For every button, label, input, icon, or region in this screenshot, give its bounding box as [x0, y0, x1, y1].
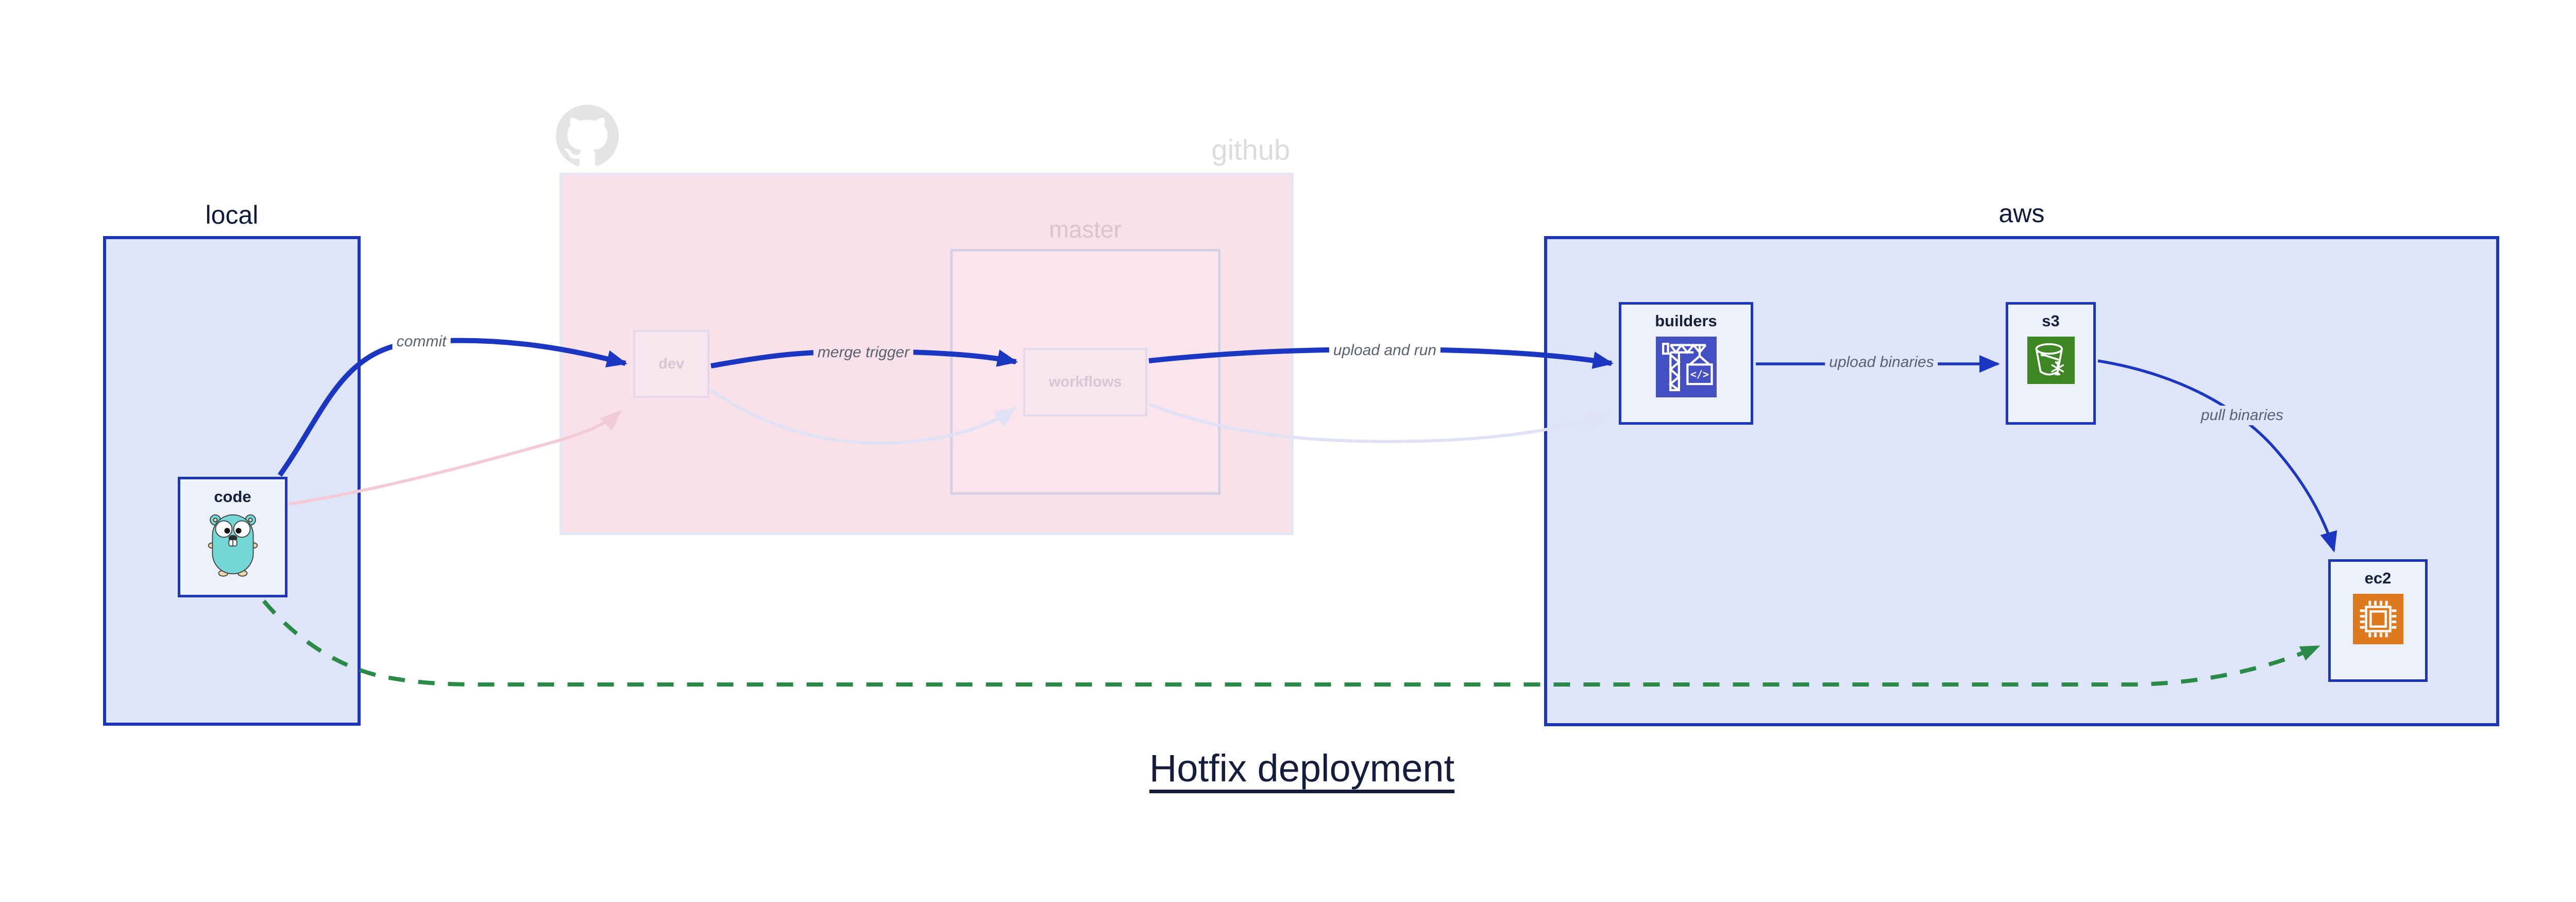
node-builders: builders </>: [1619, 302, 1753, 425]
edge-commit: [277, 338, 628, 477]
node-s3-label: s3: [2042, 312, 2060, 330]
diagram-title: Hotfix deployment: [1149, 747, 1455, 790]
edge-pull-binaries: [2097, 359, 2337, 553]
svg-text:</>: </>: [1690, 368, 1708, 380]
node-code: code: [178, 477, 287, 597]
go-gopher-icon: [208, 514, 258, 577]
node-s3: s3: [2006, 302, 2096, 425]
aws-s3-glacier-bucket-icon: [2027, 337, 2075, 384]
edge-label-merge-trigger: merge trigger: [813, 343, 914, 362]
node-dev: dev: [633, 330, 709, 398]
aws-container-label: aws: [1998, 199, 2045, 228]
local-container-label: local: [205, 201, 259, 229]
node-dev-label: dev: [658, 355, 684, 372]
github-octocat-icon: [556, 105, 619, 166]
node-ec2: ec2: [2328, 559, 2428, 682]
edge-hotfix-path: [262, 599, 2320, 687]
edge-label-upload-and-run: upload and run: [1329, 341, 1441, 360]
edge-label-pull-binaries: pull binaries: [2196, 406, 2288, 425]
aws-codebuild-crane-icon: </>: [1655, 337, 1717, 397]
node-builders-label: builders: [1655, 312, 1717, 330]
node-workflows-label: workflows: [1048, 374, 1122, 390]
aws-ec2-chip-icon: [2352, 594, 2403, 644]
node-workflows: workflows: [1023, 348, 1147, 416]
edge-faded-merge: [710, 389, 1017, 445]
node-ec2-label: ec2: [2364, 569, 2392, 587]
edge-faded-commit: [288, 410, 622, 506]
node-code-label: code: [214, 488, 251, 506]
edge-label-upload-binaries: upload binaries: [1825, 353, 1938, 372]
edge-label-commit: commit: [392, 332, 451, 352]
edge-faded-upload-and-run: [1148, 403, 1611, 443]
master-branch-label: master: [1049, 216, 1122, 243]
github-container-label: github: [1211, 133, 1290, 166]
